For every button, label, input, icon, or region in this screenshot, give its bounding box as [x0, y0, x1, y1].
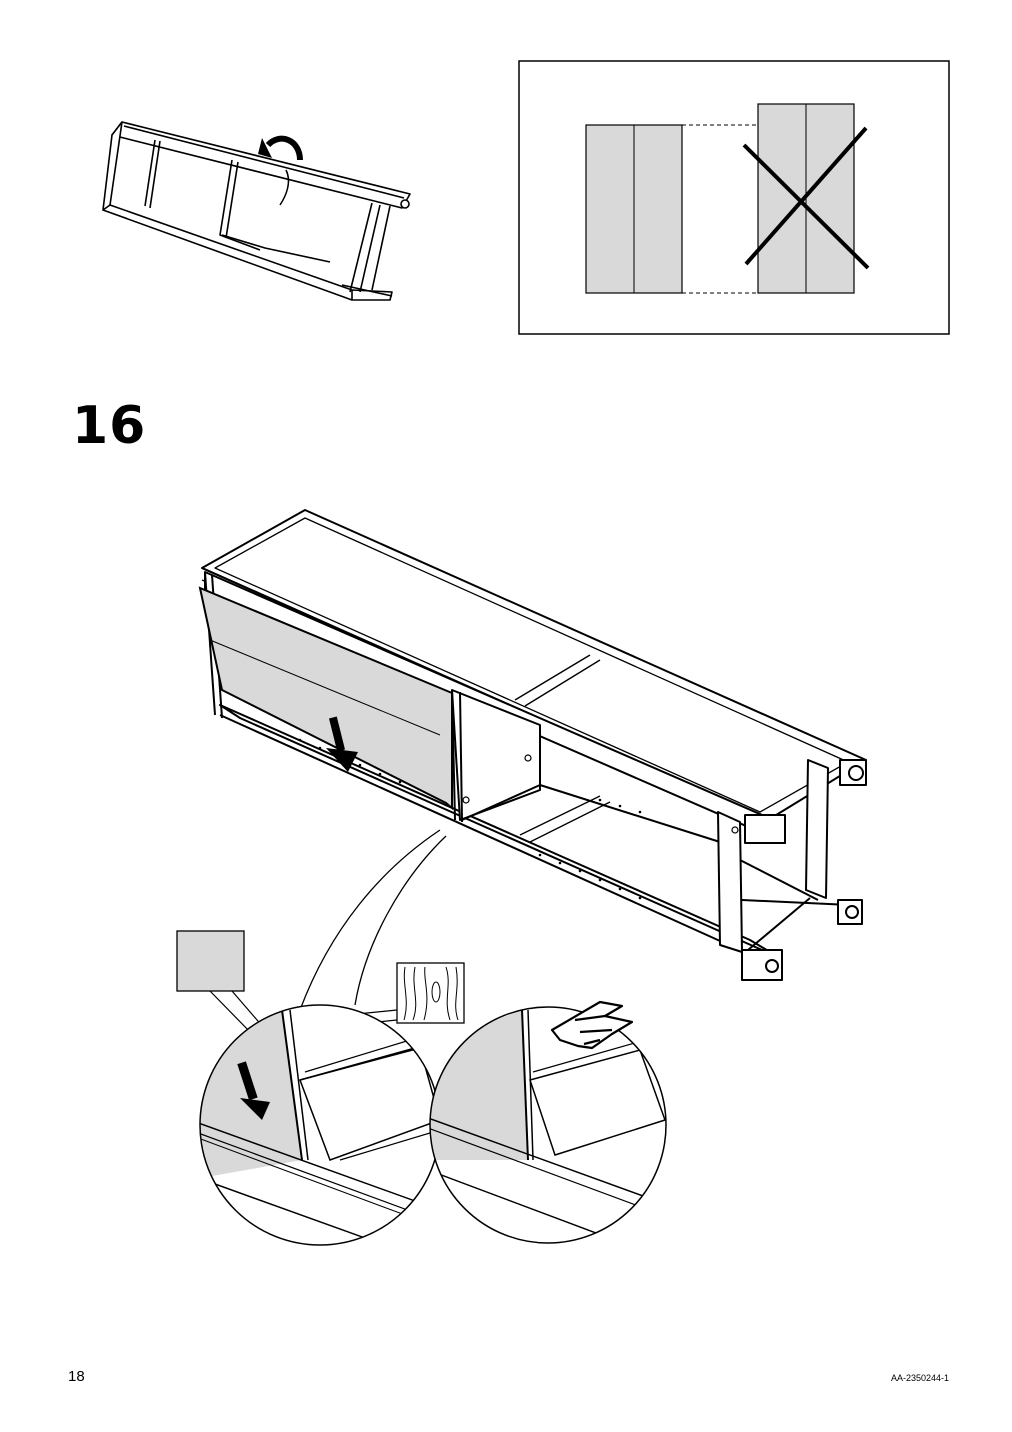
orientation-hint-box — [518, 60, 950, 335]
down-arrow-icon — [237, 1061, 270, 1120]
down-arrow-icon — [326, 716, 358, 772]
back-panel — [198, 586, 453, 811]
detail-zoom-left — [199, 1004, 441, 1246]
step-number: 16 — [72, 396, 147, 456]
panel-swatch — [176, 930, 271, 1036]
cross-mark-icon — [742, 126, 870, 270]
flipped-frame-illustration — [102, 121, 411, 301]
page-number: 18 — [68, 1368, 85, 1385]
pointing-hand-icon — [550, 1000, 634, 1050]
document-code: AA-2350244-1 — [890, 1373, 949, 1383]
wood-grain-icon — [296, 962, 465, 1031]
rotate-arrow-icon — [258, 135, 303, 206]
detail-zoom-right — [429, 1000, 667, 1244]
zoom-callout-lines — [299, 829, 447, 1011]
frame-main-illustration — [201, 509, 867, 981]
